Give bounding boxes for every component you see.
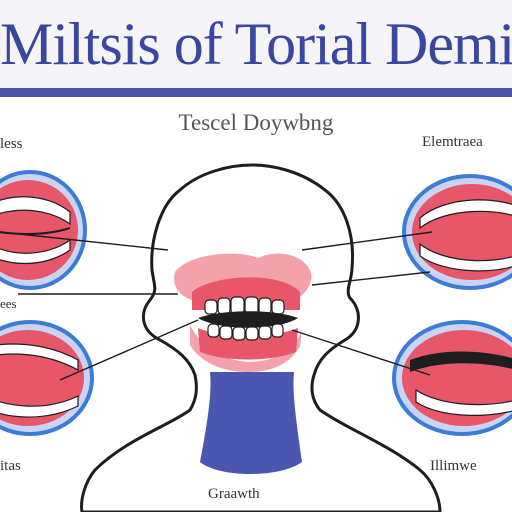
center-lower-teeth <box>207 323 284 341</box>
mouth-illustration-top-right <box>402 174 512 290</box>
diagram-subtitle: Tescel Doywbng <box>178 110 334 135</box>
center-mouth-opening <box>198 311 298 328</box>
mouth-illustration-bottom-left <box>0 320 94 436</box>
leader-lines <box>0 231 433 381</box>
label-top-left: less <box>0 136 23 152</box>
center-upper-teeth <box>204 296 285 315</box>
center-lower-lip <box>190 325 302 372</box>
title-panel <box>0 0 512 88</box>
label-bottom-center: Graawth <box>208 486 260 502</box>
label-top-right: Elemtraea <box>422 134 483 150</box>
label-mid-left: ees <box>0 296 17 311</box>
main-title: Miltsis of Torial Demiper <box>0 11 512 77</box>
label-bottom-left: itas <box>0 458 21 474</box>
throat-region <box>200 372 302 474</box>
mouth-illustration-top-left <box>0 170 87 290</box>
label-bottom-right: Illimwe <box>430 458 477 474</box>
mouth-illustration-bottom-right <box>392 320 512 436</box>
